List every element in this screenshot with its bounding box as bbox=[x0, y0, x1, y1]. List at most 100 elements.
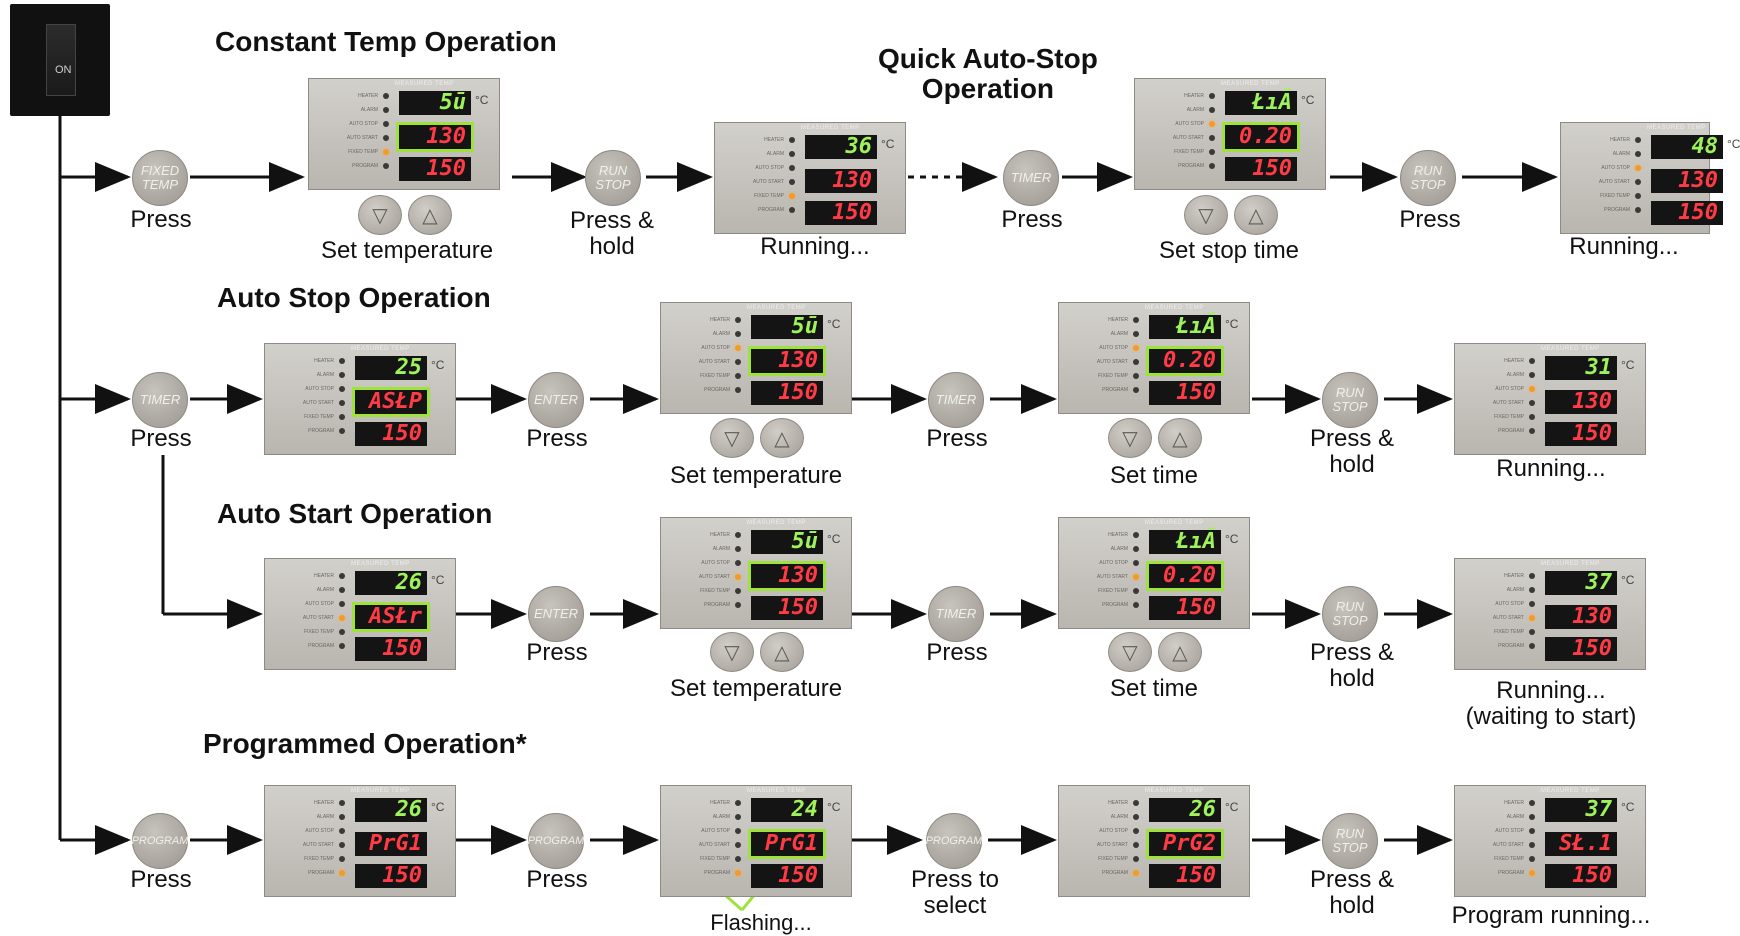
caption-press: Press bbox=[926, 639, 988, 666]
overheat-display: 150 bbox=[751, 864, 823, 888]
down-arrow-button[interactable]: ▽ bbox=[358, 195, 402, 235]
status-led bbox=[1133, 842, 1139, 848]
status-led bbox=[339, 814, 345, 820]
set-value-display: ASŁr bbox=[352, 602, 430, 632]
led-label: AUTO START bbox=[1598, 179, 1630, 185]
led-label: AUTO STOP bbox=[1495, 601, 1524, 607]
led-label: ALARM bbox=[1110, 814, 1128, 820]
status-led bbox=[1133, 387, 1139, 393]
up-arrow-button[interactable]: △ bbox=[1158, 632, 1202, 672]
led-label: AUTO START bbox=[1492, 615, 1524, 621]
measured-temp-display: 37 bbox=[1545, 571, 1617, 595]
status-led bbox=[1133, 800, 1139, 806]
section-title-programmed: Programmed Operation* bbox=[203, 728, 527, 759]
set-value-display: PrG1 bbox=[355, 832, 427, 856]
led-label: AUTO STOP bbox=[1099, 828, 1128, 834]
status-led bbox=[1133, 574, 1139, 580]
overheat-display: 150 bbox=[1545, 637, 1617, 661]
timer-button[interactable]: TIMER bbox=[928, 372, 984, 428]
enter-button[interactable]: ENTER bbox=[528, 586, 584, 642]
led-label: AUTO STOP bbox=[349, 121, 378, 127]
program-button[interactable]: PROGRAM bbox=[926, 813, 982, 869]
timer-button[interactable]: TIMER bbox=[1003, 150, 1059, 206]
down-arrow-button[interactable]: ▽ bbox=[710, 632, 754, 672]
led-label: AUTO STOP bbox=[701, 828, 730, 834]
panel-header: MEASURED TEMP bbox=[747, 305, 806, 311]
led-label: AUTO STOP bbox=[1175, 121, 1204, 127]
caption-program-running: Program running... bbox=[1451, 902, 1651, 929]
status-led bbox=[339, 601, 345, 607]
panel-header: MEASURED TEMP bbox=[1541, 561, 1600, 567]
down-arrow-button[interactable]: ▽ bbox=[1184, 195, 1228, 235]
panel-header: MEASURED TEMP bbox=[747, 520, 806, 526]
set-value-display: 0.20 bbox=[1146, 346, 1224, 376]
status-led bbox=[1529, 870, 1535, 876]
status-led bbox=[1209, 121, 1215, 127]
measured-temp-display: 26 bbox=[355, 798, 427, 822]
led-label: AUTO START bbox=[302, 400, 334, 406]
run-stop-button[interactable]: RUN STOP bbox=[1322, 813, 1378, 869]
measured-temp-display: 37 bbox=[1545, 798, 1617, 822]
panel-header: MEASURED TEMP bbox=[1541, 788, 1600, 794]
caption-press: Press bbox=[526, 639, 588, 666]
led-label: HEATER bbox=[764, 137, 784, 143]
unit-label: °C bbox=[431, 800, 445, 814]
set-value-display: 130 bbox=[748, 561, 826, 591]
down-arrow-button[interactable]: ▽ bbox=[1108, 632, 1152, 672]
led-label: ALARM bbox=[1612, 151, 1630, 157]
measured-temp-display: ŁıĀ bbox=[1149, 530, 1221, 554]
led-label: AUTO START bbox=[1492, 400, 1524, 406]
timer-button[interactable]: TIMER bbox=[928, 586, 984, 642]
run-stop-button[interactable]: RUN STOP bbox=[1322, 586, 1378, 642]
led-label: HEATER bbox=[710, 532, 730, 538]
program-button[interactable]: PROGRAM bbox=[528, 813, 584, 869]
measured-temp-display: 48 bbox=[1651, 135, 1723, 159]
led-label: AUTO START bbox=[302, 615, 334, 621]
overheat-display: 150 bbox=[1149, 596, 1221, 620]
led-label: AUTO STOP bbox=[1601, 165, 1630, 171]
unit-label: °C bbox=[1301, 93, 1315, 107]
up-down-keys: ▽ △ bbox=[1108, 632, 1202, 672]
enter-button[interactable]: ENTER bbox=[528, 372, 584, 428]
led-label: FIXED TEMP bbox=[1494, 856, 1524, 862]
measured-temp-display: 36 bbox=[805, 135, 877, 159]
up-arrow-button[interactable]: △ bbox=[760, 418, 804, 458]
status-led bbox=[339, 870, 345, 876]
unit-label: °C bbox=[827, 800, 841, 814]
run-stop-button[interactable]: RUN STOP bbox=[585, 150, 641, 206]
caption-running-waiting: Running... (waiting to start) bbox=[1465, 677, 1637, 730]
up-arrow-button[interactable]: △ bbox=[408, 195, 452, 235]
status-led bbox=[1133, 856, 1139, 862]
fixed-temp-button[interactable]: FIXED TEMP bbox=[132, 150, 188, 206]
measured-temp-display: 31 bbox=[1545, 356, 1617, 380]
up-arrow-button[interactable]: △ bbox=[1234, 195, 1278, 235]
power-switch[interactable]: ON bbox=[10, 4, 110, 116]
down-arrow-button[interactable]: ▽ bbox=[1108, 418, 1152, 458]
status-led bbox=[789, 193, 795, 199]
led-label: AUTO STOP bbox=[305, 828, 334, 834]
status-led bbox=[1635, 151, 1641, 157]
timer-button[interactable]: TIMER bbox=[132, 372, 188, 428]
down-arrow-button[interactable]: ▽ bbox=[710, 418, 754, 458]
led-label: AUTO STOP bbox=[1495, 386, 1524, 392]
panel-header: MEASURED TEMP bbox=[1541, 346, 1600, 352]
led-label: ALARM bbox=[316, 372, 334, 378]
status-led bbox=[1133, 317, 1139, 323]
run-stop-button[interactable]: RUN STOP bbox=[1400, 150, 1456, 206]
section-title-constant-temp: Constant Temp Operation bbox=[215, 26, 557, 57]
status-led bbox=[1529, 828, 1535, 834]
program-button[interactable]: PROGRAM bbox=[132, 813, 188, 869]
led-label: AUTO STOP bbox=[305, 386, 334, 392]
status-led bbox=[735, 842, 741, 848]
run-stop-button[interactable]: RUN STOP bbox=[1322, 372, 1378, 428]
up-arrow-button[interactable]: △ bbox=[760, 632, 804, 672]
panel-header: MEASURED TEMP bbox=[747, 788, 806, 794]
status-led bbox=[1635, 165, 1641, 171]
up-arrow-button[interactable]: △ bbox=[1158, 418, 1202, 458]
up-down-keys: ▽ △ bbox=[358, 195, 452, 235]
status-led bbox=[735, 560, 741, 566]
